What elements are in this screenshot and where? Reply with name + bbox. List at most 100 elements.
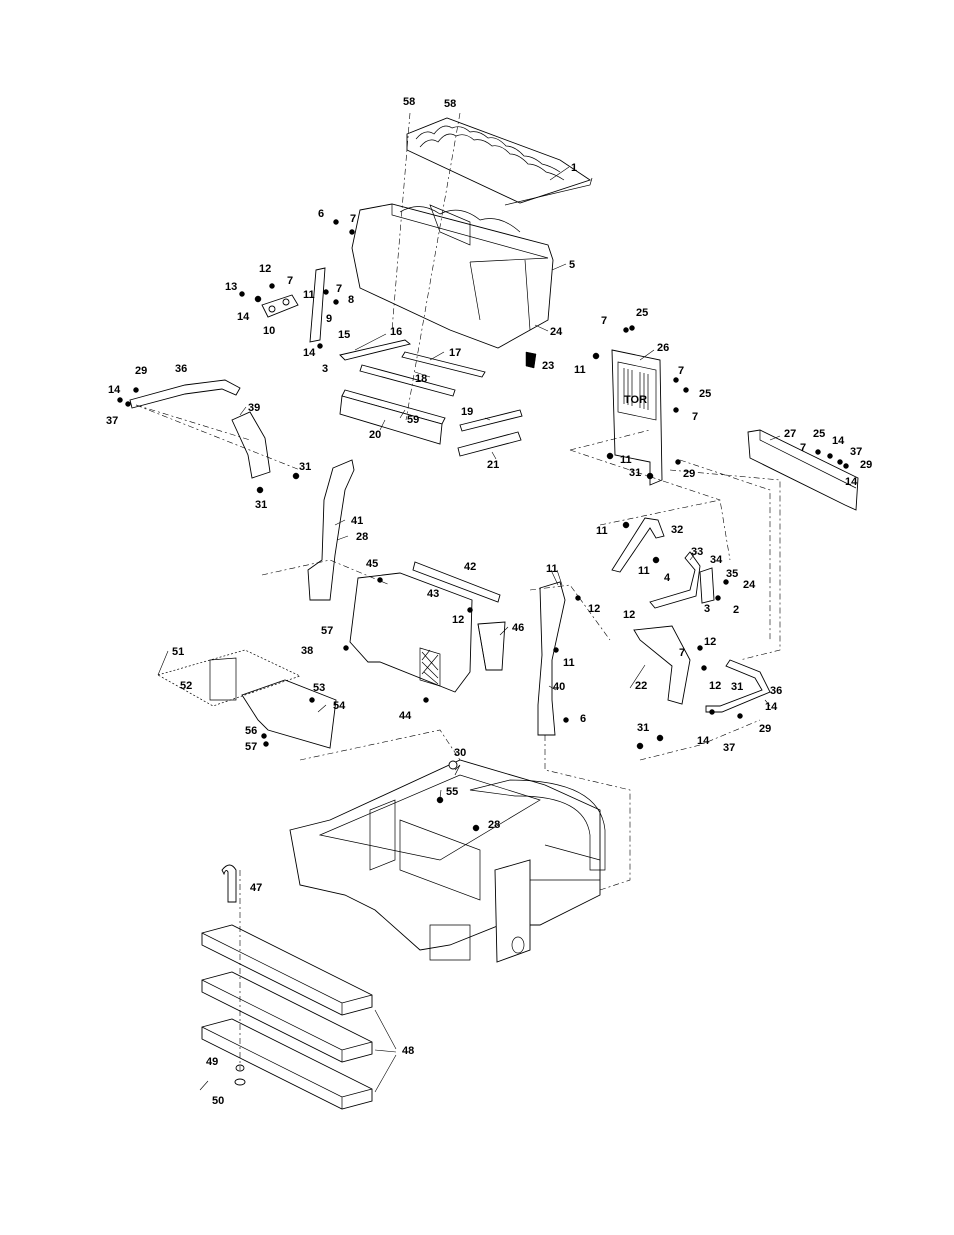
callout-7f: 7 xyxy=(692,411,698,423)
callout-14b: 14 xyxy=(303,347,316,359)
callout-9: 9 xyxy=(326,313,332,325)
callout-7c: 7 xyxy=(336,283,342,295)
callout-26: 26 xyxy=(657,342,669,354)
callout-20: 20 xyxy=(369,429,381,441)
callout-12d: 12 xyxy=(623,609,635,621)
callout-24: 24 xyxy=(550,326,563,338)
left-upright xyxy=(308,460,354,600)
callout-19: 19 xyxy=(461,406,473,418)
callout-10: 10 xyxy=(263,325,275,337)
callout-36b: 36 xyxy=(770,685,782,697)
callout-11: 11 xyxy=(303,289,315,301)
callout-41: 41 xyxy=(351,515,363,527)
callout-36: 36 xyxy=(175,363,187,375)
callout-18: 18 xyxy=(415,373,427,385)
callout-31d: 31 xyxy=(731,681,743,693)
callout-11g: 11 xyxy=(563,657,575,669)
callout-7e: 7 xyxy=(678,365,684,377)
right-upright xyxy=(538,582,565,735)
callout-16: 16 xyxy=(390,326,402,338)
main-hood xyxy=(352,204,553,348)
callout-11e: 11 xyxy=(638,565,650,577)
callout-14d: 14 xyxy=(832,435,845,447)
callout-17: 17 xyxy=(449,347,461,359)
callout-30: 30 xyxy=(454,747,466,759)
callout-58b: 58 xyxy=(444,98,456,110)
callout-3b: 3 xyxy=(704,603,710,615)
callout-51: 51 xyxy=(172,646,184,658)
callout-43: 43 xyxy=(427,588,439,600)
callout-24b: 24 xyxy=(743,579,756,591)
callout-11b: 11 xyxy=(574,364,586,376)
callout-48: 48 xyxy=(402,1045,414,1057)
callout-15: 15 xyxy=(338,329,350,341)
callout-44: 44 xyxy=(399,710,412,722)
callout-59: 59 xyxy=(407,414,419,426)
callout-58: 58 xyxy=(403,96,415,108)
callout-56: 56 xyxy=(245,725,257,737)
weights xyxy=(202,865,372,1109)
callout-29: 29 xyxy=(135,365,147,377)
callout-1: 1 xyxy=(571,162,577,174)
callout-3: 3 xyxy=(322,363,328,375)
callout-28: 28 xyxy=(356,531,368,543)
callout-42: 42 xyxy=(464,561,476,573)
callout-7b: 7 xyxy=(287,275,293,287)
callout-7g: 7 xyxy=(800,442,806,454)
top-roller-cover xyxy=(407,118,592,205)
callout-12: 12 xyxy=(259,263,271,275)
callout-4: 4 xyxy=(664,572,671,584)
decal-text: TOR xyxy=(624,394,647,406)
callout-38: 38 xyxy=(301,645,313,657)
callout-37b: 37 xyxy=(850,446,862,458)
callout-53: 53 xyxy=(313,682,325,694)
callout-12b: 12 xyxy=(452,614,464,626)
callout-45: 45 xyxy=(366,558,378,570)
callout-29d: 29 xyxy=(759,723,771,735)
rear-panel xyxy=(350,562,505,692)
callout-32: 32 xyxy=(671,524,683,536)
callout-37c: 37 xyxy=(723,742,735,754)
left-handle xyxy=(130,380,270,478)
callout-11d: 11 xyxy=(596,525,608,537)
callout-6b: 6 xyxy=(580,713,586,725)
callout-31: 31 xyxy=(299,461,311,473)
callout-13: 13 xyxy=(225,281,237,293)
callout-40: 40 xyxy=(553,681,565,693)
callout-35: 35 xyxy=(726,568,738,580)
callout-14g: 14 xyxy=(697,735,710,747)
callout-31b: 31 xyxy=(255,499,267,511)
callout-6: 6 xyxy=(318,208,324,220)
callout-57: 57 xyxy=(321,625,333,637)
callout-14c: 14 xyxy=(108,384,121,396)
callout-12c: 12 xyxy=(588,603,600,615)
callout-25: 25 xyxy=(636,307,648,319)
callout-14: 14 xyxy=(237,311,250,323)
callout-12f: 12 xyxy=(709,680,721,692)
callout-54: 54 xyxy=(333,700,346,712)
callout-31c: 31 xyxy=(629,467,641,479)
callout-49: 49 xyxy=(206,1056,218,1068)
callout-29c: 29 xyxy=(860,459,872,471)
callout-22: 22 xyxy=(635,680,647,692)
callout-50: 50 xyxy=(212,1095,224,1107)
callout-37: 37 xyxy=(106,415,118,427)
callout-27: 27 xyxy=(784,428,796,440)
callout-14e: 14 xyxy=(845,476,858,488)
callout-39: 39 xyxy=(248,402,260,414)
callout-12e: 12 xyxy=(704,636,716,648)
callout-52: 52 xyxy=(180,680,192,692)
callout-2: 2 xyxy=(733,604,739,616)
callout-21: 21 xyxy=(487,459,499,471)
callout-55: 55 xyxy=(446,786,458,798)
callout-25b: 25 xyxy=(699,388,711,400)
callout-34: 34 xyxy=(710,554,723,566)
callout-7h: 7 xyxy=(679,647,685,659)
callout-25c: 25 xyxy=(813,428,825,440)
callout-7d: 7 xyxy=(601,315,607,327)
callout-23: 23 xyxy=(542,360,554,372)
callout-8: 8 xyxy=(348,294,354,306)
callout-5: 5 xyxy=(569,259,575,271)
callout-11f: 11 xyxy=(546,563,558,575)
